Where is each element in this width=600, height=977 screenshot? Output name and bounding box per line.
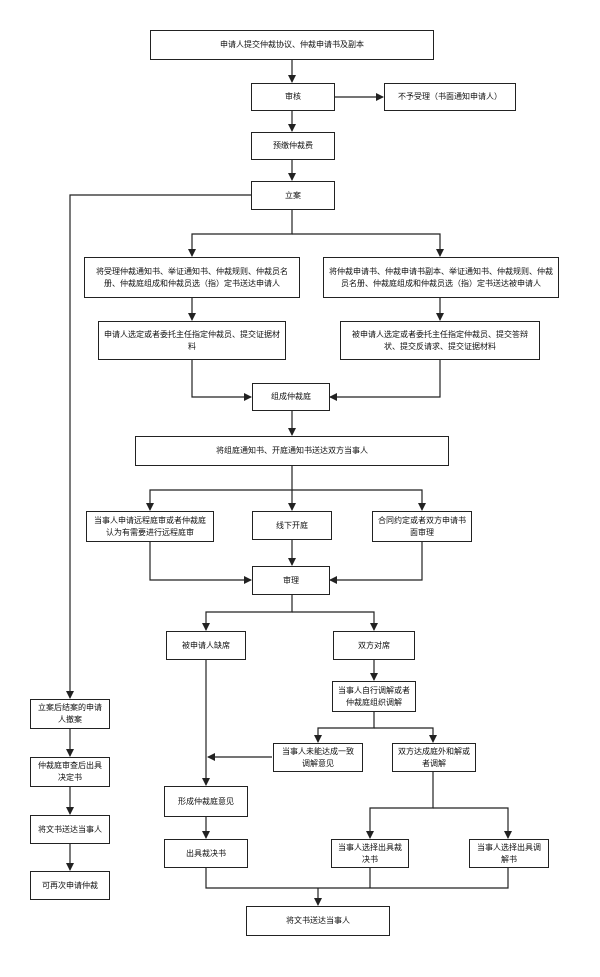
notify-applicant-node: 将受理仲裁通知书、举证通知书、仲裁规则、仲裁员名册、仲裁庭组成和仲裁员选（指）定…: [84, 257, 300, 298]
review-node: 审核: [251, 83, 335, 111]
node-label: 审核: [285, 92, 301, 101]
connector: [146, 466, 293, 511]
connector: [66, 194, 251, 699]
withdraw-node: 立案后结案的申请人撤案: [30, 699, 110, 729]
node-label: 仲裁庭审查后出具决定书: [38, 761, 102, 782]
opinion-node: 形成仲裁庭意见: [164, 786, 248, 817]
node-label: 将仲裁申请书、仲裁申请书副本、举证通知书、仲裁规则、仲裁员名册、仲裁庭组成和仲裁…: [329, 266, 553, 288]
node-label: 将受理仲裁通知书、举证通知书、仲裁规则、仲裁员名册、仲裁庭组成和仲裁员选（指）定…: [96, 266, 288, 288]
node-label: 当事人自行调解或者仲裁庭组织调解: [338, 685, 410, 707]
node-label: 立案: [285, 190, 301, 200]
node-label: 合同约定或者双方申请书面审理: [378, 515, 466, 537]
award-node: 出具裁决书: [164, 839, 248, 868]
node-label: 被申请人选定或者委托主任指定仲裁员、提交答辩状、提交反请求、提交证据材料: [352, 329, 528, 351]
node-label: 将组庭通知书、开庭通知书送达双方当事人: [216, 446, 368, 455]
node-label: 审理: [283, 575, 299, 585]
node-label: 不予受理（书面通知申请人）: [398, 92, 502, 101]
connector: [292, 611, 378, 631]
connector: [191, 360, 252, 401]
node-label: 双方对席: [358, 640, 390, 650]
remote-hearing-node: 当事人申请远程庭审或者仲裁庭认为有需要进行远程庭审: [86, 511, 214, 542]
node-label: 申请人提交仲裁协议、仲裁申请书及副本: [220, 40, 364, 49]
reject-node: 不予受理（书面通知申请人）: [384, 83, 516, 111]
both-present-node: 双方对席: [333, 631, 415, 660]
trial-node: 审理: [252, 566, 330, 595]
offline-hearing-node: 线下开庭: [252, 511, 332, 540]
node-label: 线下开庭: [276, 520, 308, 530]
reapply-node: 可再次申请仲裁: [30, 871, 110, 900]
connector: [292, 489, 426, 511]
node-label: 立案后结案的申请人撤案: [38, 703, 102, 724]
node-label: 当事人申请远程庭审或者仲裁庭认为有需要进行远程庭审: [94, 515, 206, 537]
final-delivery-node: 将文书送达当事人: [246, 906, 390, 936]
node-label: 出具裁决书: [186, 848, 226, 858]
self-mediate-node: 当事人自行调解或者仲裁庭组织调解: [332, 681, 416, 712]
node-label: 组成仲裁庭: [271, 392, 311, 401]
connector: [205, 868, 509, 889]
choose-award-node: 当事人选择出具裁决书: [331, 839, 409, 868]
node-label: 当事人未能达成一致调解意见: [282, 746, 354, 768]
node-label: 预缴仲裁费: [273, 141, 313, 150]
hearing-notice-node: 将组庭通知书、开庭通知书送达双方当事人: [135, 436, 449, 466]
agreement-node: 双方达成庭外和解或者调解: [392, 743, 476, 772]
deliver-left-node: 将文书送达当事人: [30, 815, 110, 844]
respondent-select-node: 被申请人选定或者委托主任指定仲裁员、提交答辩状、提交反请求、提交证据材料: [340, 321, 540, 360]
choose-mediation-node: 当事人选择出具调解书: [469, 839, 549, 868]
connector: [314, 712, 375, 743]
connector: [188, 210, 293, 257]
form-tribunal-node: 组成仲裁庭: [252, 383, 330, 411]
node-label: 双方达成庭外和解或者调解: [398, 746, 470, 768]
connector: [374, 727, 437, 743]
no-agreement-node: 当事人未能达成一致调解意见: [273, 743, 363, 772]
connector: [329, 542, 423, 584]
connector: [433, 807, 512, 839]
submit-node: 申请人提交仲裁协议、仲裁申请书及副本: [150, 30, 434, 60]
node-label: 当事人选择出具裁决书: [338, 842, 402, 864]
connector: [202, 595, 293, 631]
node-label: 将文书送达当事人: [38, 824, 102, 834]
file-node: 立案: [251, 181, 335, 210]
node-label: 形成仲裁庭意见: [178, 796, 234, 806]
prepay-node: 预缴仲裁费: [251, 132, 335, 160]
connector: [292, 233, 444, 257]
connector: [329, 360, 441, 401]
node-label: 将文书送达当事人: [286, 916, 350, 925]
decision-node: 仲裁庭审查后出具决定书: [30, 757, 110, 787]
applicant-select-node: 申请人选定或者委托主任指定仲裁员、提交证据材料: [98, 321, 286, 360]
node-label: 可再次申请仲裁: [42, 880, 98, 890]
node-label: 被申请人缺席: [182, 640, 230, 650]
node-label: 当事人选择出具调解书: [477, 842, 541, 864]
absent-node: 被申请人缺席: [166, 631, 246, 660]
node-label: 申请人选定或者委托主任指定仲裁员、提交证据材料: [104, 329, 280, 351]
notify-respondent-node: 将仲裁申请书、仲裁申请书副本、举证通知书、仲裁规则、仲裁员名册、仲裁庭组成和仲裁…: [323, 257, 559, 298]
connector: [149, 542, 252, 584]
written-hearing-node: 合同约定或者双方申请书面审理: [372, 511, 472, 542]
connector: [366, 772, 434, 839]
